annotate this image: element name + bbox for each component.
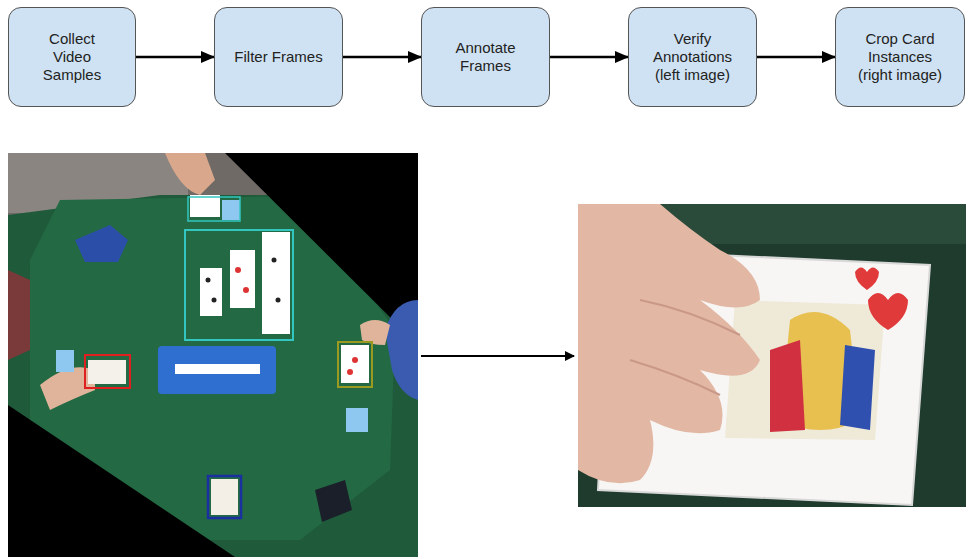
process-box: Annotate Frames	[421, 7, 550, 107]
flow-arrow	[550, 56, 628, 59]
table-photo	[8, 153, 418, 557]
box-label: Crop Card Instances (right image)	[850, 30, 950, 84]
flow-arrow	[757, 56, 835, 59]
box-label: Annotate Frames	[440, 39, 532, 75]
flow-arrow	[343, 56, 421, 59]
card-crop	[578, 204, 966, 507]
box-label: Verify Annotations (left image)	[645, 30, 741, 84]
process-box: Crop Card Instances (right image)	[835, 7, 965, 107]
flow-arrow	[136, 56, 214, 59]
box-label: Collect Video Samples	[32, 30, 112, 84]
process-box: Collect Video Samples	[8, 7, 136, 107]
process-box: Filter Frames	[214, 7, 343, 107]
process-box: Verify Annotations (left image)	[628, 7, 757, 107]
box-label: Filter Frames	[233, 48, 325, 66]
